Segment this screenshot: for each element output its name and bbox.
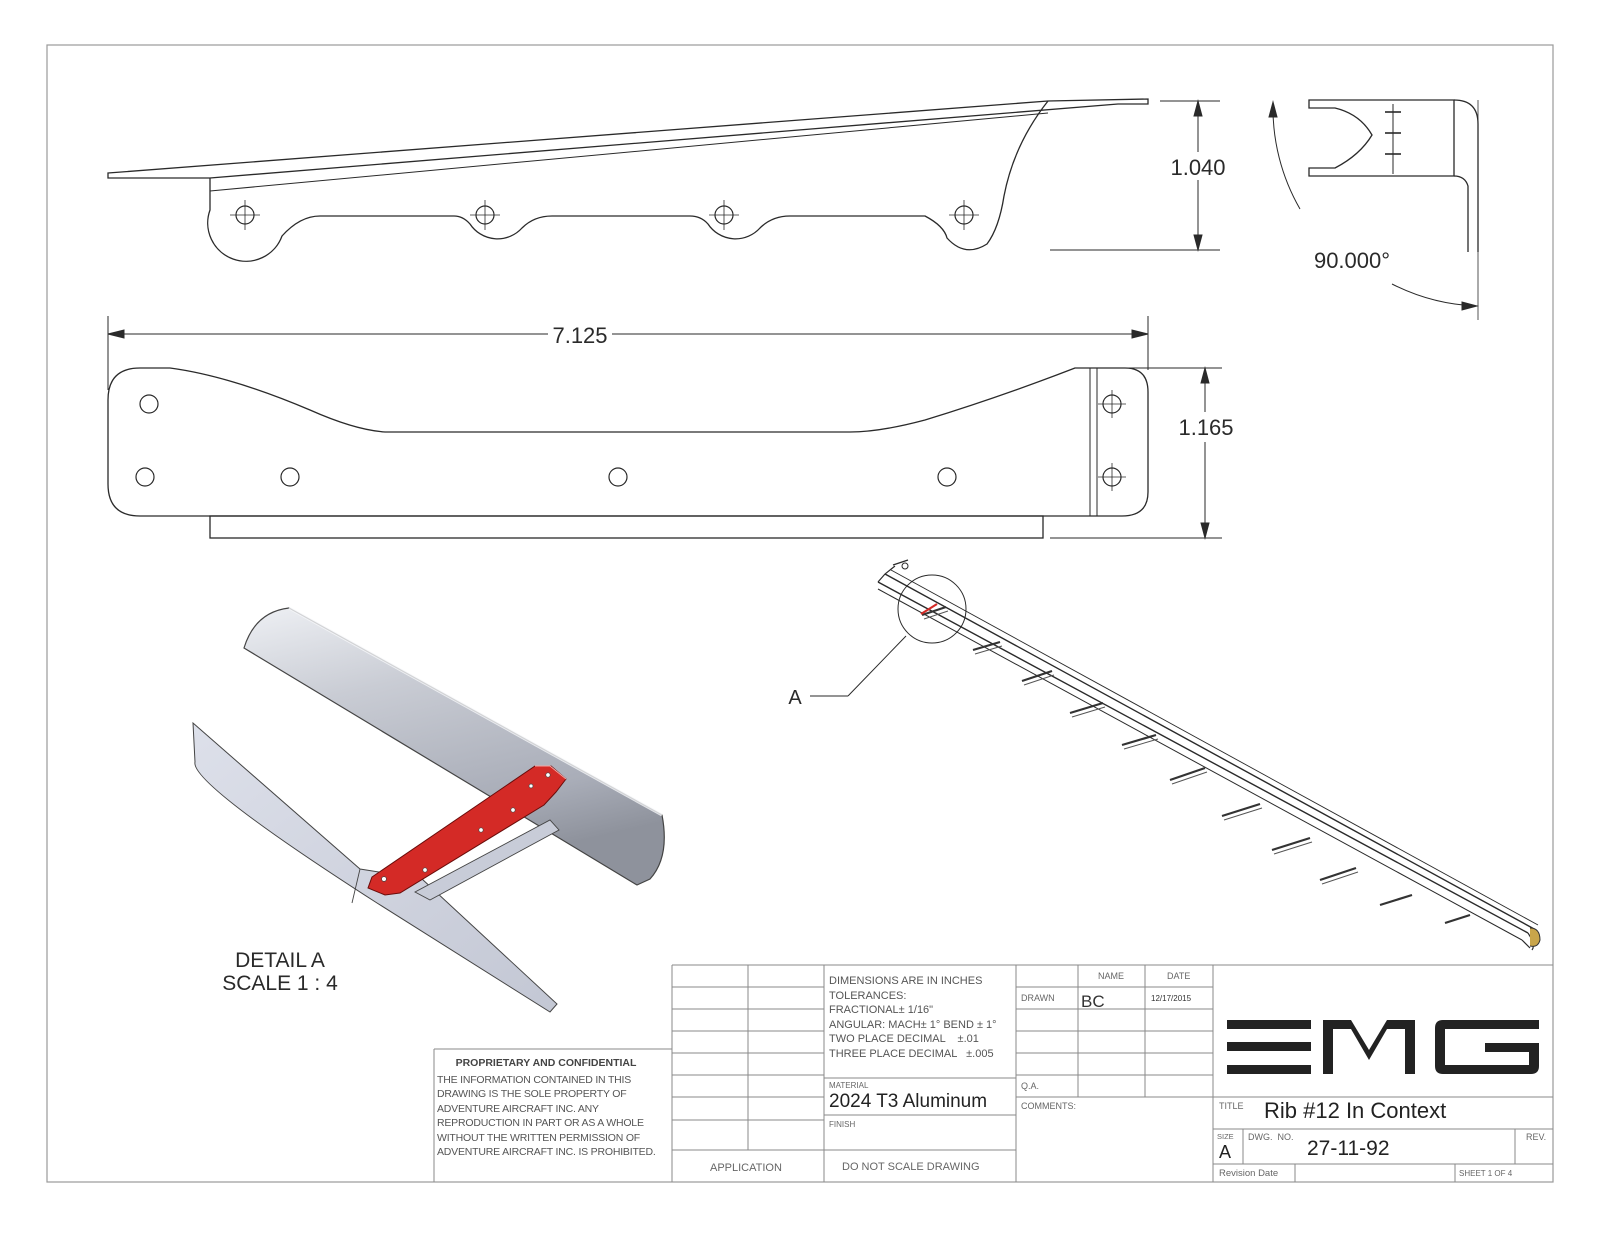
dwg-no-label: DWG. NO.	[1248, 1132, 1294, 1142]
top-view-web	[207, 100, 1049, 262]
emg-logo	[1227, 1020, 1539, 1074]
sheet-number: SHEET 1 OF 4	[1459, 1169, 1513, 1178]
dim-bend-angle	[1268, 100, 1479, 311]
detail-a-view	[192, 606, 665, 1013]
dim-overall-length	[107, 316, 1149, 390]
detail-a-rib-web	[414, 819, 560, 901]
do-not-scale: DO NOT SCALE DRAWING	[842, 1161, 980, 1173]
drawn-by: BC	[1081, 992, 1105, 1011]
wing-assembly-iso	[877, 559, 1541, 951]
size-value: A	[1219, 1142, 1232, 1162]
proprietary-text: THE INFORMATION CONTAINED IN THIS DRAWIN…	[437, 1074, 656, 1159]
name-header: NAME	[1098, 971, 1125, 981]
finish-label: FINISH	[829, 1120, 856, 1129]
qa-label: Q.A.	[1021, 1081, 1040, 1091]
top-view-flange	[107, 98, 1149, 179]
front-view-flange-edge	[209, 515, 1044, 539]
drawn-date: 12/17/2015	[1151, 994, 1192, 1003]
general-notes: DIMENSIONS ARE IN INCHES TOLERANCES: FRA…	[829, 974, 997, 1061]
dim-flange-height	[1050, 99, 1220, 252]
dim-web-height	[1050, 366, 1222, 540]
detail-a-title: DETAIL A	[235, 949, 325, 972]
front-view-holes	[135, 390, 1126, 491]
detail-a-callout	[810, 574, 967, 697]
size-label: SIZE	[1217, 1132, 1234, 1141]
note-line: TWO PLACE DECIMAL ±.01	[829, 1033, 979, 1045]
wing-tip-fitting	[1529, 927, 1541, 947]
title-block-grid	[433, 964, 1553, 1182]
wing-rear-spar	[884, 573, 1537, 931]
drawn-label: DRAWN	[1021, 993, 1055, 1003]
wing-ribs	[921, 605, 1471, 925]
sheet-border	[46, 44, 1554, 1183]
material-label: MATERIAL	[829, 1081, 869, 1090]
note-line: ANGULAR: MACH± 1° BEND ± 1°	[829, 1018, 997, 1031]
dim-overall-length-label: 7.125	[552, 323, 607, 348]
detail-a-callout-label: A	[788, 687, 802, 709]
top-view-holes	[230, 200, 979, 230]
proprietary-heading: PROPRIETARY AND CONFIDENTIAL	[455, 1057, 637, 1069]
dim-web-height-label: 1.165	[1178, 415, 1233, 440]
detail-a-rivets	[381, 772, 551, 882]
front-view-outline	[107, 367, 1149, 517]
wing-ribs-inner	[923, 610, 1359, 885]
rev-label: REV.	[1526, 1132, 1547, 1142]
detail-a-tube	[243, 607, 665, 886]
detail-a-plate	[192, 721, 558, 1013]
comments-label: COMMENTS:	[1021, 1101, 1076, 1111]
dim-bend-angle-label: 90.000°	[1314, 248, 1390, 273]
detail-a-scale: SCALE 1 : 4	[222, 972, 338, 995]
dwg-no-value: 27-11-92	[1307, 1137, 1390, 1160]
application-label: APPLICATION	[710, 1162, 782, 1174]
end-view	[1308, 99, 1479, 320]
dim-flange-height-label: 1.040	[1170, 155, 1225, 180]
note-line: DIMENSIONS ARE IN INCHES	[829, 975, 983, 987]
top-view	[107, 98, 1149, 262]
drawing-title: Rib #12 In Context	[1264, 1098, 1447, 1123]
material-value: 2024 T3 Aluminum	[829, 1091, 988, 1112]
date-header: DATE	[1167, 971, 1191, 981]
wing-front-spar	[877, 581, 1529, 934]
note-line: FRACTIONAL± 1/16"	[829, 1004, 934, 1016]
front-view	[107, 367, 1149, 539]
title-label: TITLE	[1219, 1101, 1244, 1111]
revision-date-label: Revision Date	[1219, 1168, 1279, 1179]
note-line: THREE PLACE DECIMAL ±.005	[829, 1047, 994, 1060]
note-line: TOLERANCES:	[829, 989, 907, 1002]
